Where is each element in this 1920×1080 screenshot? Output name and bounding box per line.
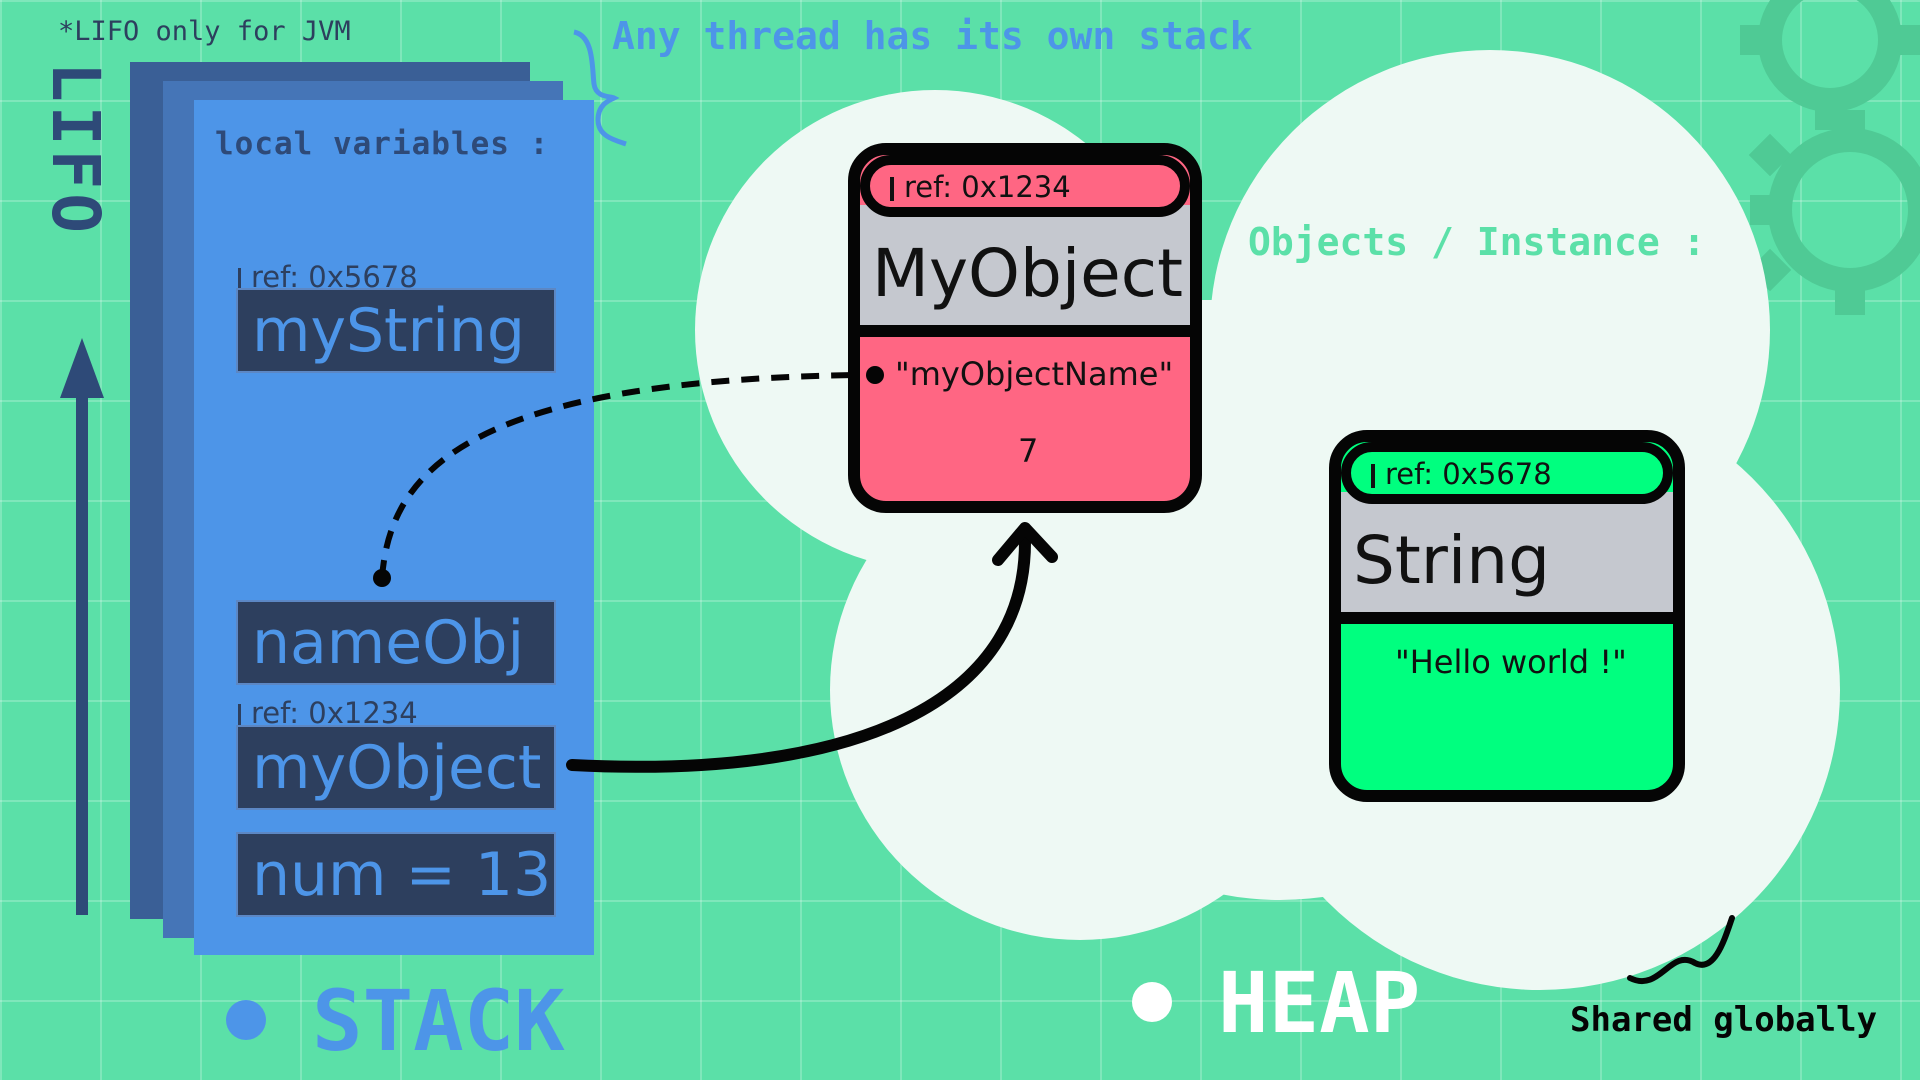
object-ref-string: ref: 0x5678 <box>1341 442 1673 504</box>
stack-frame-front <box>194 100 594 955</box>
ref-label-myobject: ref: 0x1234 <box>238 696 418 730</box>
object-field-name: "myObjectName" <box>895 355 1174 393</box>
object-field-value: 7 <box>1018 432 1039 470</box>
lifo-arrow-icon <box>60 338 104 915</box>
heap-section-label: HEAP <box>1218 954 1421 1052</box>
squiggle-icon <box>1627 915 1735 984</box>
lifo-label: LIFO <box>37 62 114 237</box>
stack-variable-num: num = 13 <box>236 832 556 917</box>
stack-title: local variables : <box>215 126 550 162</box>
stack-variable-mystring: myString <box>236 288 556 373</box>
object-type-string: String <box>1341 492 1673 624</box>
stack-variable-myobject: myObject <box>236 725 556 810</box>
object-field-hello: "Hello world !" <box>1395 643 1627 681</box>
lifo-note: *LIFO only for JVM <box>58 16 351 47</box>
object-ref-text-myobject: ref: 0x1234 <box>904 170 1071 204</box>
object-ref-myobject: ref: 0x1234 <box>860 155 1190 217</box>
shared-globally-label: Shared globally <box>1570 1000 1878 1040</box>
stack-bullet-icon <box>226 1000 266 1040</box>
brace-icon <box>573 29 627 147</box>
heap-title: Objects / Instance : <box>1248 220 1706 264</box>
stack-variable-nameobj: nameObj <box>236 600 556 685</box>
heap-bullet-icon <box>1132 982 1172 1022</box>
thread-note: Any thread has its own stack <box>612 14 1253 58</box>
object-type-myobject: MyObject <box>860 205 1190 337</box>
object-ref-text-string: ref: 0x5678 <box>1385 457 1552 491</box>
stack-section-label: STACK <box>312 972 565 1070</box>
